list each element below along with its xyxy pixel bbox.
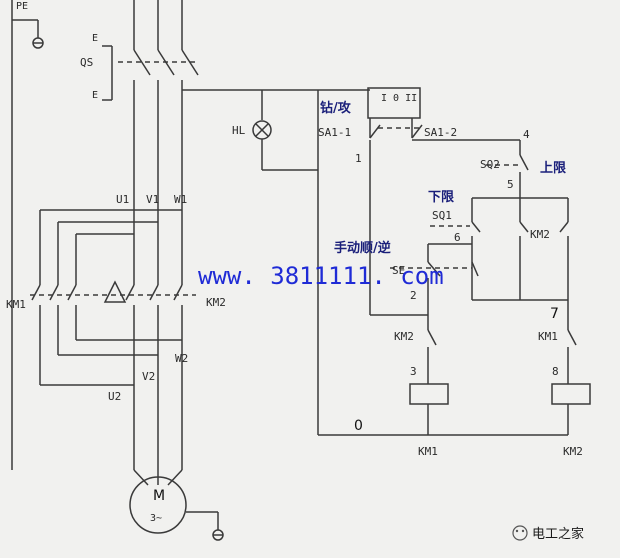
motor-m-label: M (153, 488, 165, 504)
node-4-label: 4 (523, 128, 530, 141)
node-5-label: 5 (507, 178, 514, 191)
e-top-label: E (92, 33, 98, 44)
qs-label: QS (80, 56, 93, 69)
se-label: SE (392, 264, 405, 277)
sa1-switch (367, 87, 521, 315)
phase-lines (133, 0, 183, 50)
e-bottom-label: E (92, 90, 98, 101)
km1-main-label: KM1 (6, 298, 26, 311)
w2-label: W2 (175, 352, 188, 365)
km2-main-label: KM2 (206, 296, 226, 309)
node-2-label: 2 (410, 289, 417, 302)
brand-logo-icon (512, 525, 528, 541)
pe-ground (11, 0, 44, 470)
se-switch (390, 261, 479, 315)
km2-coil-branch (551, 300, 591, 435)
sq1-label: SQ1 (432, 209, 452, 222)
watermark-url: www. 3811111. com (198, 262, 444, 290)
motor (129, 469, 224, 541)
u2-label: U2 (108, 390, 121, 403)
motor-phase-label: 3~ (150, 513, 162, 524)
node-1-label: 1 (355, 152, 362, 165)
pe-label: PE (16, 1, 28, 12)
brand-watermark: 电工之家 (512, 525, 584, 542)
hl-label: HL (232, 124, 246, 137)
main-contacts (30, 190, 196, 470)
node-7-label: 7 (550, 306, 559, 322)
node-6-label: 6 (454, 231, 461, 244)
control-supply (182, 89, 370, 435)
node-8-label: 8 (552, 365, 559, 378)
u1-label: U1 (116, 193, 129, 206)
w1-label: W1 (174, 193, 187, 206)
brand-name: 电工之家 (532, 526, 584, 542)
km1-coil-branch (370, 314, 449, 435)
sq2-label: SQ2 (480, 158, 500, 171)
km2-interlock-label: KM2 (394, 330, 414, 343)
sq2-limit (486, 154, 529, 198)
v2-label: V2 (142, 370, 155, 383)
drill-tap-header: 钻/攻 (320, 100, 352, 116)
coil-km1-label: KM1 (418, 445, 438, 458)
sa1-2-label: SA1-2 (424, 126, 457, 139)
v1-label: V1 (146, 193, 159, 206)
node-0-label: 0 (354, 418, 363, 434)
switch-positions-label: I 0 II (381, 93, 417, 104)
node-3-label: 3 (410, 365, 417, 378)
upper-limit-header: 上限 (540, 161, 567, 176)
km2-hold-label: KM2 (530, 228, 550, 241)
manual-fwd-rev-header: 手动顺/逆 (334, 240, 391, 256)
km1-interlock-label: KM1 (538, 330, 558, 343)
qs-isolator (102, 45, 199, 190)
coil-km2-label: KM2 (563, 445, 583, 458)
sa1-1-label: SA1-1 (318, 126, 351, 139)
lower-limit-header: 下限 (428, 190, 455, 205)
